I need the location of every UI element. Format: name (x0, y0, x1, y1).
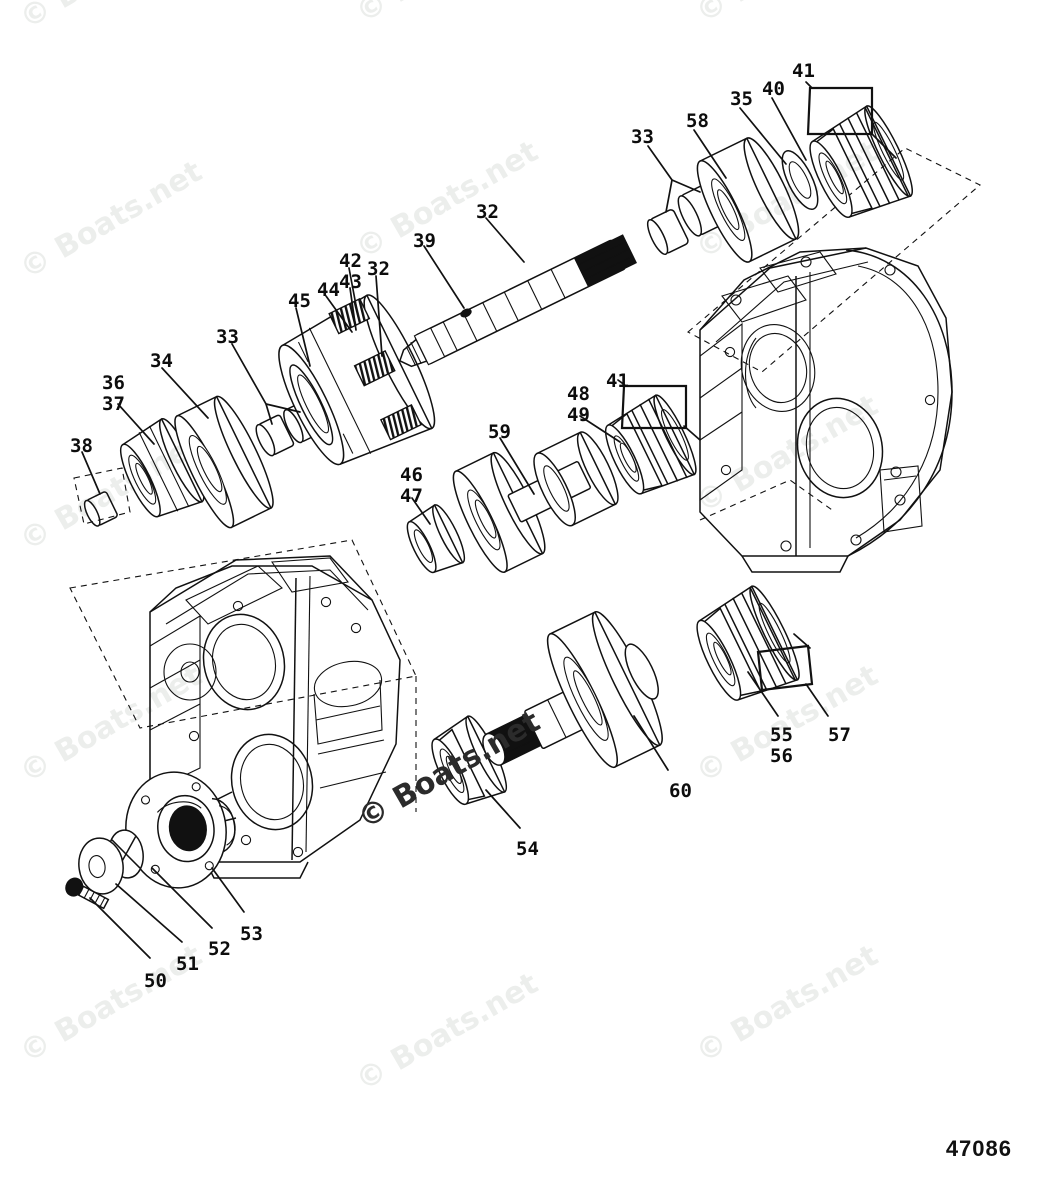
callout-43: 43 (339, 271, 362, 293)
callout-60: 60 (669, 780, 692, 802)
output-shaft-assembly (431, 585, 800, 806)
bell-housing-right (687, 147, 981, 573)
middle-countershaft-stack (406, 394, 697, 574)
callout-49: 49 (567, 404, 590, 426)
leader-lines (81, 81, 897, 959)
callout-33: 33 (631, 126, 654, 148)
front-cover-group (65, 771, 236, 910)
callout-50: 50 (144, 970, 167, 992)
callout-48: 48 (567, 383, 590, 405)
callout-46: 46 (400, 464, 423, 486)
callout-37: 37 (102, 393, 125, 415)
callout-53: 53 (240, 923, 263, 945)
left-gear-stack (73, 294, 436, 529)
callout-42: 42 (339, 250, 362, 272)
callout-41: 41 (792, 60, 815, 82)
callout-38: 38 (70, 435, 93, 457)
callout-45: 45 (288, 290, 311, 312)
gear-case-left (69, 539, 417, 879)
callout-34: 34 (150, 350, 173, 372)
callout-33: 33 (216, 326, 239, 348)
callout-36: 36 (102, 372, 125, 394)
callout-57: 57 (828, 724, 851, 746)
callout-40: 40 (762, 78, 785, 100)
callout-32: 32 (367, 258, 390, 280)
input-shaft-32 (398, 234, 637, 368)
callout-56: 56 (770, 745, 793, 767)
drawing-number: 47086 (945, 1136, 1012, 1161)
callout-32: 32 (476, 201, 499, 223)
callout-58: 58 (686, 110, 709, 132)
callout-44: 44 (317, 279, 340, 301)
callout-39: 39 (413, 230, 436, 252)
callout-55: 55 (770, 724, 793, 746)
callout-47: 47 (400, 485, 423, 507)
callout-54: 54 (516, 838, 539, 860)
callout-51: 51 (176, 953, 199, 975)
upper-gear-stack (646, 105, 913, 263)
callout-59: 59 (488, 421, 511, 443)
callout-41: 41 (606, 370, 629, 392)
callout-52: 52 (208, 938, 231, 960)
callout-35: 35 (730, 88, 753, 110)
